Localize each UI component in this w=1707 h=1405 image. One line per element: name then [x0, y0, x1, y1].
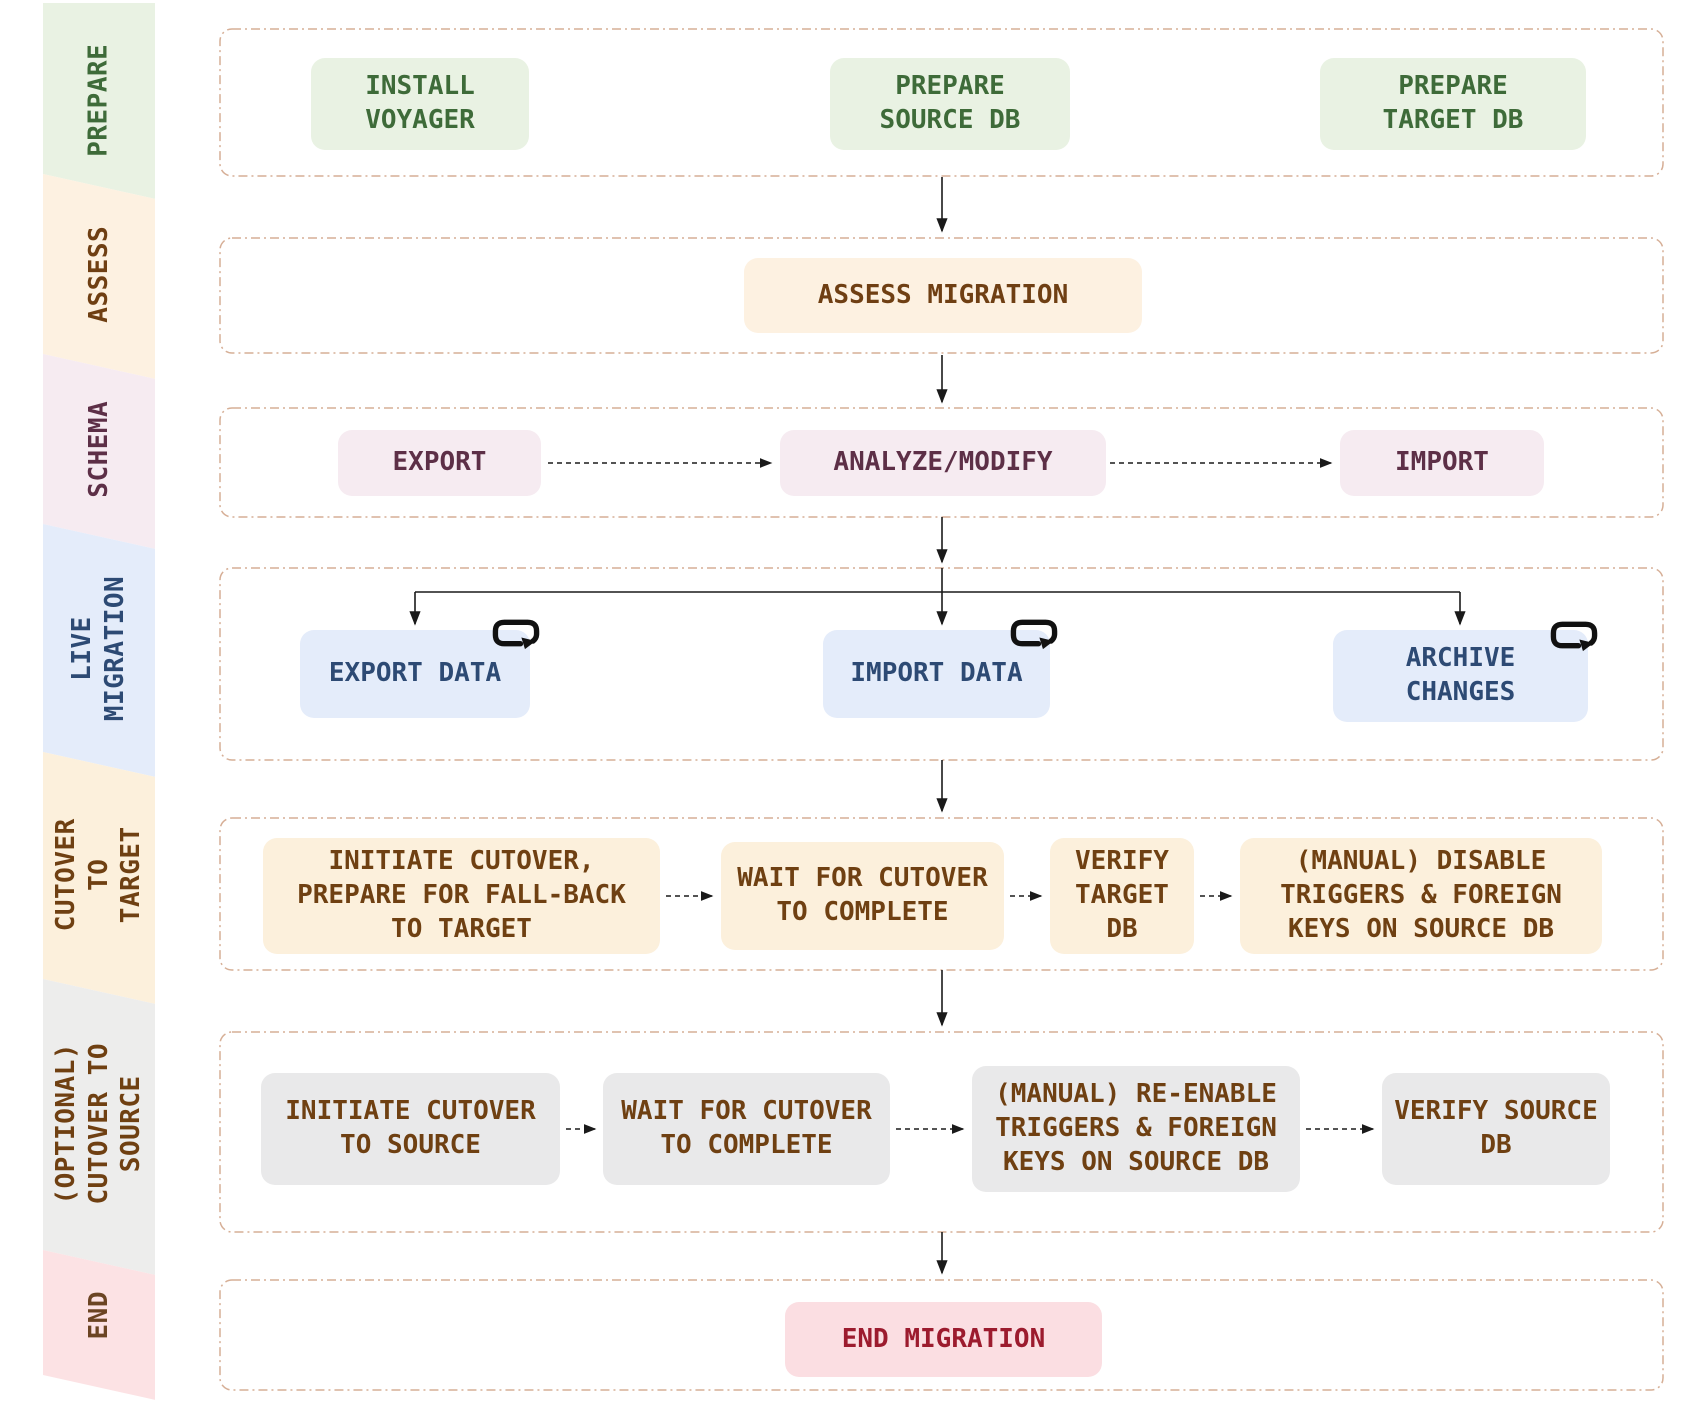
step-initiate-cutover-target: INITIATE CUTOVER, PREPARE FOR FALL-BACK …	[263, 838, 660, 954]
step-initiate-cutover-source: INITIATE CUTOVER TO SOURCE	[261, 1073, 560, 1185]
phase-label-wrap: SCHEMA	[43, 393, 155, 505]
step-verify-source-db: VERIFY SOURCE DB	[1382, 1073, 1610, 1185]
phase-label-live-migration: LIVE MIGRATION	[67, 575, 131, 721]
phase-label-schema: SCHEMA	[83, 400, 114, 498]
step-install-voyager: INSTALL VOYAGER	[311, 58, 529, 150]
phase-label-wrap: PREPARE	[43, 43, 155, 157]
phase-label-wrap: CUTOVER TO TARGET	[43, 818, 155, 932]
step-wait-cutover-target: WAIT FOR CUTOVER TO COMPLETE	[721, 842, 1004, 950]
step-import-data: IMPORT DATA	[823, 630, 1050, 718]
flow-arrows	[409, 177, 1466, 1275]
step-analyze-modify: ANALYZE/MODIFY	[780, 430, 1106, 496]
step-export-data: EXPORT DATA	[300, 630, 530, 718]
dashed-arrows	[548, 458, 1375, 1134]
repeat-icon	[1548, 618, 1600, 652]
phase-label-wrap: (OPTIONAL) CUTOVER TO SOURCE	[43, 1043, 155, 1205]
step-disable-triggers: (MANUAL) DISABLE TRIGGERS & FOREIGN KEYS…	[1240, 838, 1602, 954]
phase-label-prepare: PREPARE	[83, 43, 114, 157]
phase-label-wrap: LIVE MIGRATION	[43, 575, 155, 720]
step-prepare-source-db: PREPARE SOURCE DB	[830, 58, 1070, 150]
phase-label-end: END	[83, 1290, 114, 1340]
step-end-migration: END MIGRATION	[785, 1302, 1102, 1377]
step-assess-migration: ASSESS MIGRATION	[744, 258, 1142, 333]
phase-label-cutover-target: CUTOVER TO TARGET	[51, 818, 147, 932]
step-archive-changes: ARCHIVE CHANGES	[1333, 630, 1588, 722]
step-reenable-triggers: (MANUAL) RE-ENABLE TRIGGERS & FOREIGN KE…	[972, 1066, 1300, 1192]
phase-label-wrap: END	[43, 1259, 155, 1371]
phase-sidebar: PREPARE ASSESS SCHEMA LIVE MIGRATION CUT…	[43, 3, 155, 1402]
phase-label-assess: ASSESS	[83, 225, 114, 323]
repeat-icon	[1008, 616, 1060, 650]
repeat-icon	[490, 616, 542, 650]
step-import-schema: IMPORT	[1340, 430, 1544, 496]
step-wait-cutover-source: WAIT FOR CUTOVER TO COMPLETE	[603, 1073, 890, 1185]
phase-label-wrap: ASSESS	[43, 218, 155, 330]
phase-label-cutover-source: (OPTIONAL) CUTOVER TO SOURCE	[51, 1043, 147, 1205]
step-prepare-target-db: PREPARE TARGET DB	[1320, 58, 1586, 150]
step-verify-target-db: VERIFY TARGET DB	[1050, 838, 1194, 954]
step-export-schema: EXPORT	[338, 430, 541, 496]
